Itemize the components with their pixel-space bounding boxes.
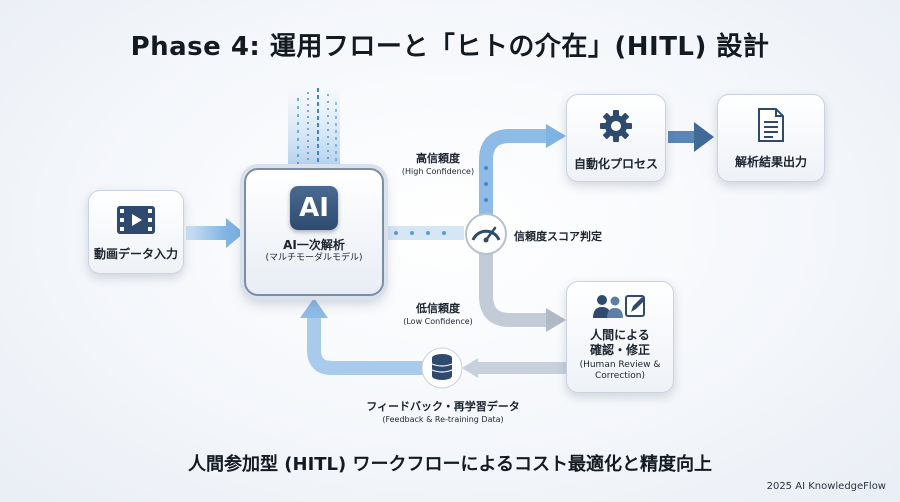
confidence-score-label: 信頼度スコア判定 [514,230,602,243]
human-review-label-1: 人間による [590,328,650,342]
ai-analysis-label: AI一次解析 [283,238,345,252]
auto-to-output-arrow [668,122,714,152]
document-icon [758,108,784,142]
ai-analysis-node: AI AI一次解析 (マルチモーダルモデル) [244,168,384,296]
human-review-label-2: 確認・修正 [589,343,650,357]
gauge-icon [465,213,507,255]
footer-credit: 2025 AI KnowledgeFlow [766,481,886,492]
feedback-text: フィードバック・再学習データ [366,400,520,413]
ai-chip-icon: AI [290,186,338,230]
low-confidence-label: 低信頼度 (Low Confidence) [392,302,484,327]
diagram-caption: 人間参加型 (HITL) ワークフローによるコスト最適化と精度向上 [188,454,712,475]
human-review-sublabel-2: Correction) [594,371,646,381]
gear-icon [600,110,632,142]
high-confidence-en: (High Confidence) [401,167,475,176]
low-confidence-en: (Low Confidence) [403,317,473,326]
data-beam [288,86,340,170]
database-icon [421,347,463,389]
human-review-node: 人間による 確認・修正 (Human Review & Correction) [566,281,674,393]
human-review-sublabel-1: (Human Review & [579,360,661,370]
video-input-node: 動画データ入力 [88,190,184,274]
result-output-node: 解析結果出力 [717,94,825,182]
input-arrow [186,218,244,248]
people-edit-icon [593,295,645,318]
low-confidence-arrow [479,250,566,332]
automation-process-label: 自動化プロセス [573,157,658,171]
feedback-en: (Feedback & Re-training Data) [382,415,504,424]
automation-process-node: 自動化プロセス [566,94,666,182]
video-input-label: 動画データ入力 [93,247,178,261]
ai-to-gauge-connector [384,226,464,240]
feedback-loop-arrow [300,298,566,378]
high-confidence-text: 高信頼度 [416,152,460,165]
ai-analysis-sublabel: (マルチモーダルモデル) [265,253,363,263]
high-confidence-arrow [479,124,566,218]
result-output-label: 解析結果出力 [734,155,807,169]
feedback-label: フィードバック・再学習データ (Feedback & Re-training D… [348,400,538,425]
high-confidence-label: 高信頼度 (High Confidence) [390,152,486,177]
video-film-icon [117,206,155,234]
low-confidence-text: 低信頼度 [416,302,460,315]
page-title: Phase 4: 運用フローと「ヒトの介在」(HITL) 設計 [130,32,770,62]
